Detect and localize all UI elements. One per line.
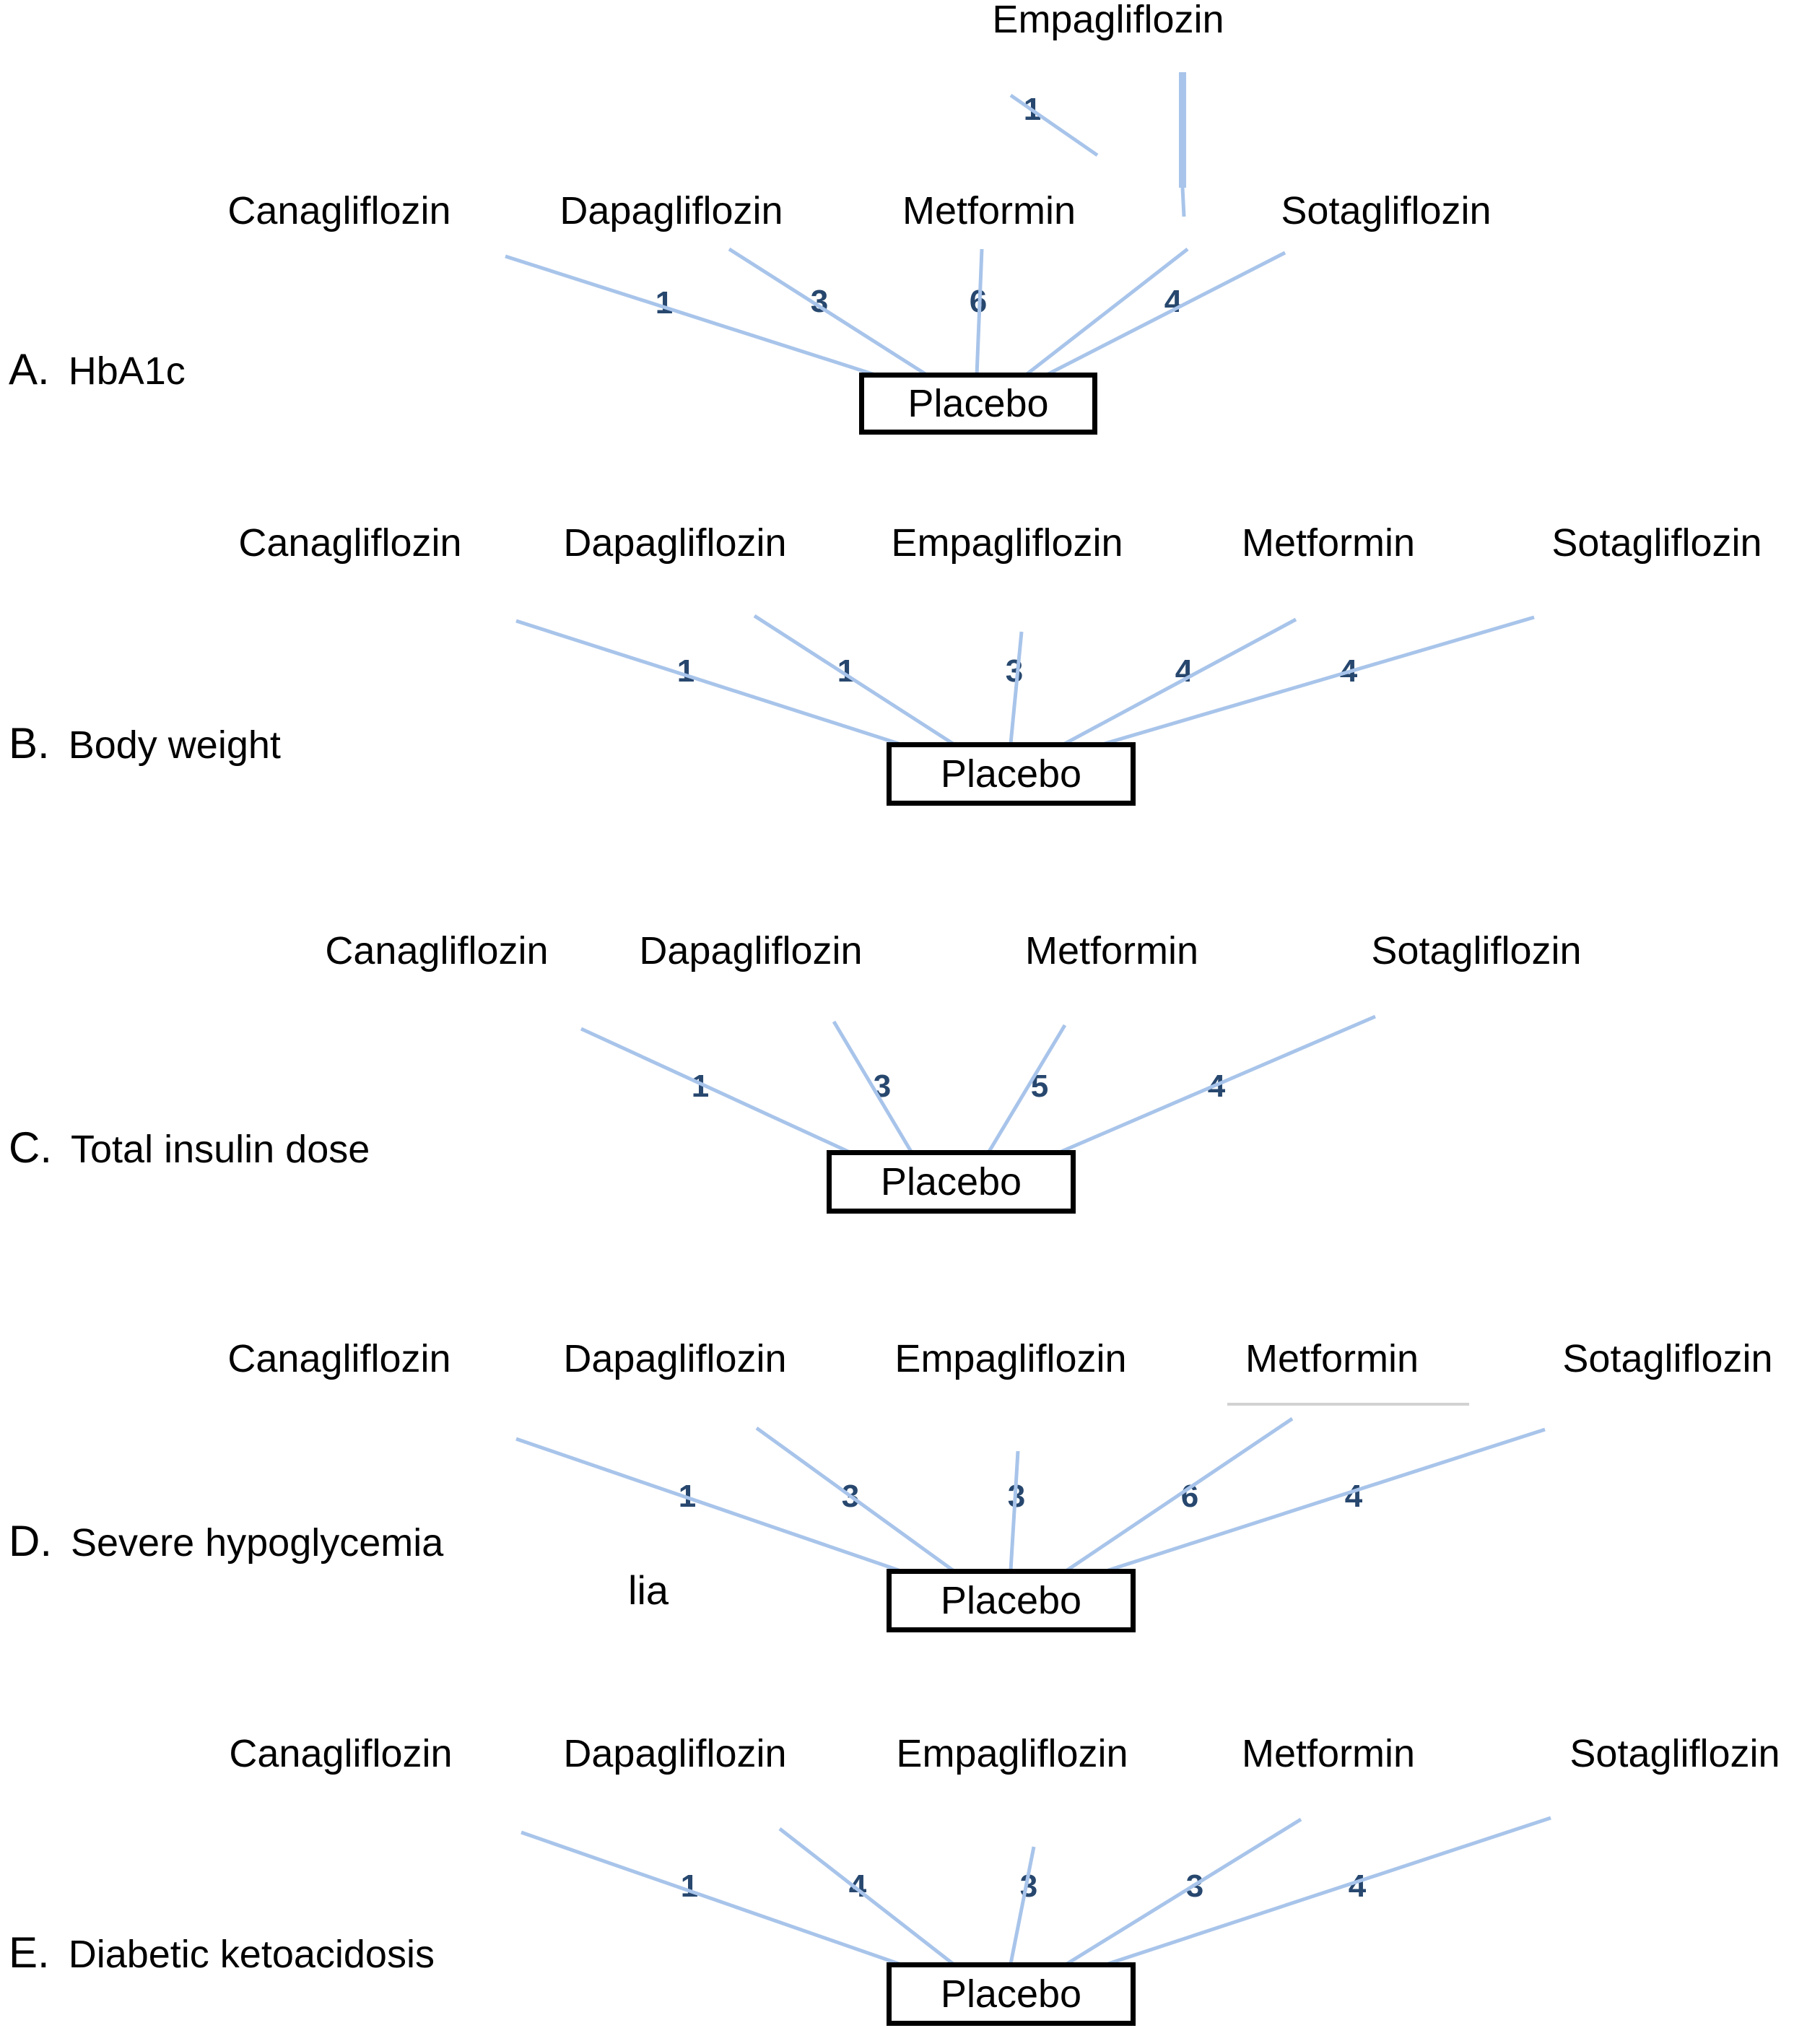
node-label-canagliflozin: Canagliflozin (227, 1337, 451, 1380)
node-label-metformin: Metformin (1245, 1337, 1419, 1380)
panel-letter-c: C. (9, 1123, 52, 1172)
edge-placebo-metformin (1063, 617, 1297, 746)
node-label-canagliflozin: Canagliflozin (325, 929, 549, 972)
node-label-canagliflozin: Canagliflozin (227, 189, 451, 232)
edge-placebo-empagliflozin (1009, 1846, 1036, 1964)
panel-letter-b: B. (9, 719, 50, 767)
panel-caption-d: D. Severe hypoglycemia (9, 1520, 443, 1563)
edge-placebo-metformin (1066, 1817, 1302, 1966)
node-label-sotagliflozin: Sotagliflozin (1371, 929, 1582, 972)
panel-caption-c: C. Total insulin dose (9, 1126, 370, 1170)
edge-layer-c (580, 1014, 1376, 1154)
panel-letter-a: A. (9, 345, 50, 393)
edge-layer-e (521, 1816, 1551, 1966)
node-label-empagliflozin-top: Empagliflozin (992, 0, 1224, 41)
panel-a: Empagliflozin 1 Canagliflozin Dapagliflo… (0, 0, 1820, 498)
panel-title-c: Total insulin dose (71, 1128, 370, 1171)
placebo-node-a[interactable]: Placebo (859, 373, 1097, 435)
artifact-text-fragment: lia (628, 1567, 669, 1613)
edge-weight-canagliflozin: 1 (655, 285, 674, 321)
node-label-metformin: Metformin (1241, 521, 1416, 565)
edge-placebo-dapagliflozin (753, 614, 954, 746)
node-label-canagliflozin: Canagliflozin (238, 521, 462, 565)
panel-caption-e: E. Diabetic ketoacidosis (9, 1931, 435, 1975)
panel-b: Canagliflozin Dapagliflozin Empagliflozi… (0, 498, 1820, 910)
edge-placebo-canagliflozin (515, 1437, 900, 1572)
edge-placebo-dapagliflozin (728, 247, 929, 378)
node-label-empagliflozin: Empagliflozin (894, 1337, 1127, 1380)
edge-placebo-canagliflozin (580, 1027, 850, 1154)
node-label-dapagliflozin: Dapagliflozin (563, 521, 787, 565)
node-label-dapagliflozin: Dapagliflozin (563, 1337, 787, 1380)
edge-placebo-dapagliflozin (778, 1827, 954, 1965)
edge-placebo-empagliflozin (1009, 1450, 1020, 1571)
edge-placebo-empagliflozin-lower (1024, 248, 1189, 377)
node-label-canagliflozin: Canagliflozin (229, 1732, 453, 1775)
panel-title-a: HbA1c (68, 349, 186, 393)
node-label-sotagliflozin: Sotagliflozin (1551, 521, 1762, 565)
node-label-dapagliflozin: Dapagliflozin (560, 189, 783, 232)
edge-placebo-metformin (987, 1024, 1067, 1153)
panel-e: Canagliflozin Dapagliflozin Empagliflozi… (0, 1682, 1820, 2028)
panel-caption-a: A. HbA1c (9, 348, 186, 391)
node-label-sotagliflozin: Sotagliflozin (1281, 189, 1492, 232)
node-label-metformin: Metformin (902, 189, 1076, 232)
placebo-node-b[interactable]: Placebo (887, 742, 1136, 806)
edge-placebo-canagliflozin (521, 1830, 900, 1966)
edge-placebo-sotagliflozin (1104, 615, 1535, 746)
node-label-empagliflozin: Empagliflozin (891, 521, 1123, 565)
edge-weight-sotagliflozin: 4 (1348, 1868, 1367, 1904)
edge-placebo-canagliflozin (515, 619, 900, 746)
panel-title-d: Severe hypoglycemia (71, 1521, 444, 1564)
panel-letter-d: D. (9, 1517, 52, 1565)
edge-placebo-metformin (1066, 1416, 1294, 1572)
node-label-dapagliflozin: Dapagliflozin (563, 1732, 787, 1775)
panel-title-e: Diabetic ketoacidosis (68, 1933, 435, 1976)
placebo-node-c[interactable]: Placebo (827, 1150, 1076, 1214)
node-label-dapagliflozin: Dapagliflozin (639, 929, 863, 972)
edge-placebo-dapagliflozin (755, 1426, 954, 1572)
edge-placebo-sotagliflozin (1107, 1427, 1546, 1572)
edge-layer-d (515, 1403, 1546, 1572)
panel-title-b: Body weight (68, 723, 281, 767)
edge-placebo-sotagliflozin (1061, 1014, 1376, 1154)
edge-layer-a (505, 72, 1286, 378)
placebo-node-d[interactable]: Placebo (887, 1569, 1136, 1632)
edge-placebo-empagliflozin (1009, 631, 1024, 744)
edge-weight-canagliflozin: 1 (676, 653, 695, 689)
node-label-metformin: Metformin (1024, 929, 1199, 972)
node-label-metformin: Metformin (1241, 1732, 1416, 1775)
edge-weight-dapagliflozin: 3 (873, 1069, 892, 1104)
edge-placebo-sotagliflozin (1107, 1816, 1551, 1966)
edge-placebo-empagliflozin (1009, 93, 1099, 157)
node-label-sotagliflozin: Sotagliflozin (1569, 1732, 1780, 1775)
panel-letter-e: E. (9, 1928, 50, 1977)
node-label-sotagliflozin: Sotagliflozin (1562, 1337, 1773, 1380)
edge-empagliflozin-descender (1180, 187, 1186, 217)
placebo-node-e[interactable]: Placebo (887, 1962, 1136, 2026)
panel-c: Canagliflozin Dapagliflozin Metformin So… (0, 910, 1820, 1314)
edge-placebo-dapagliflozin (832, 1020, 913, 1153)
panel-caption-b: B. Body weight (9, 722, 281, 765)
edge-placebo-metformin (975, 248, 984, 376)
edge-placebo-canagliflozin (505, 254, 878, 378)
edge-layer-b (515, 614, 1535, 746)
edge-weight-canagliflozin: 1 (680, 1868, 699, 1904)
panel-d: Canagliflozin Dapagliflozin Empagliflozi… (0, 1314, 1820, 1682)
edge-placebo-sotagliflozin (1044, 251, 1286, 378)
edge-weight-sotagliflozin: 4 (1344, 1479, 1363, 1514)
node-label-empagliflozin: Empagliflozin (896, 1732, 1128, 1775)
